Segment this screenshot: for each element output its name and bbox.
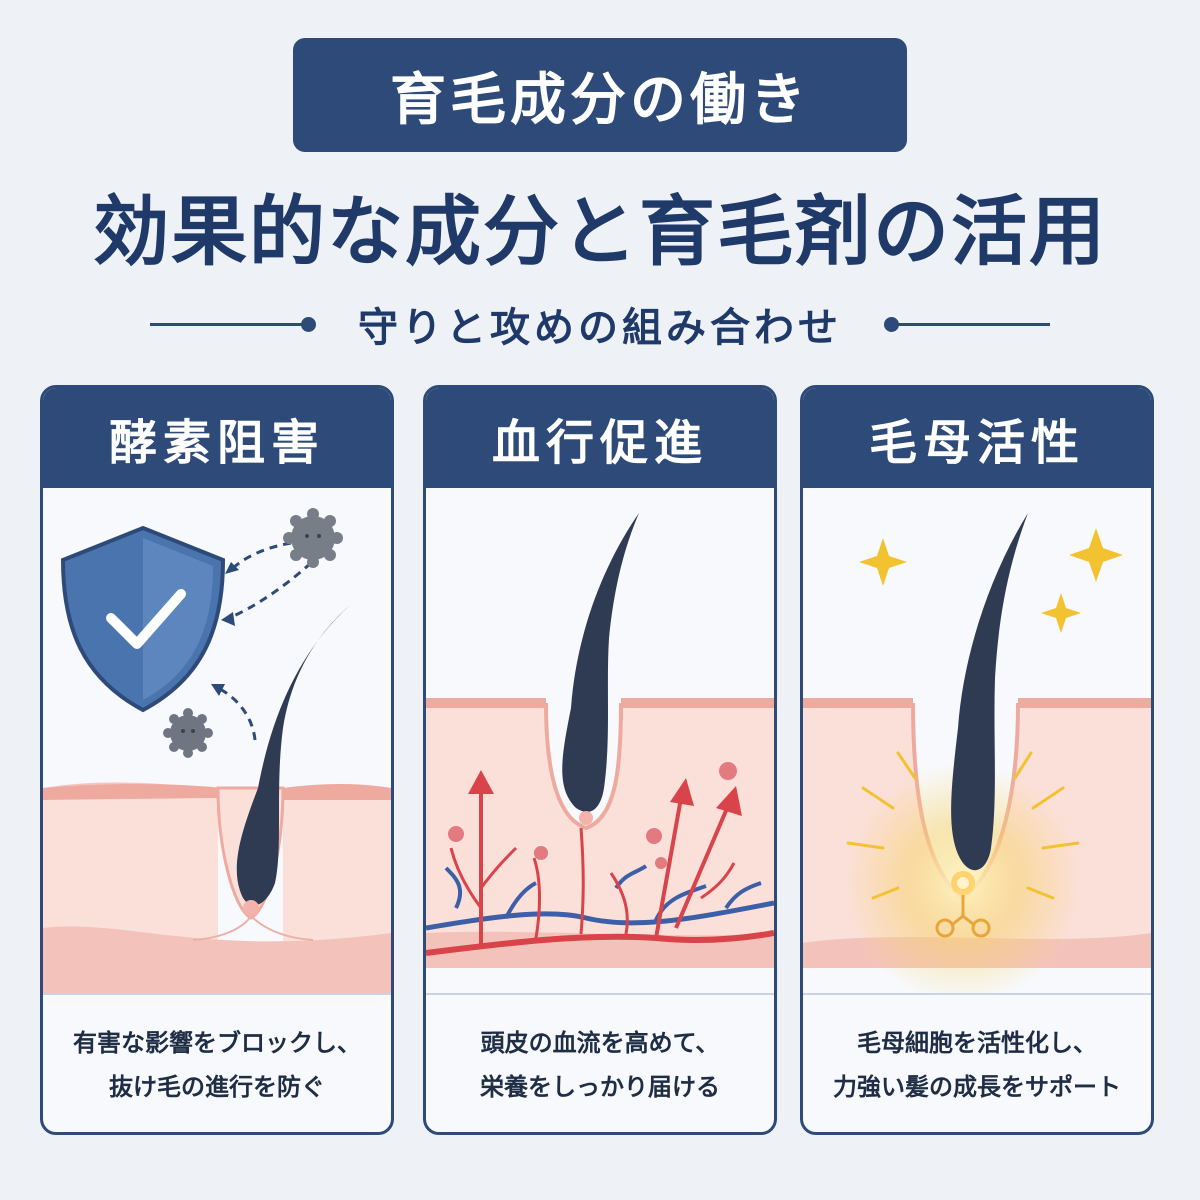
card-description-line-1: 頭皮の血流を高めて、	[480, 1028, 720, 1057]
subtitle-divider-left	[150, 316, 316, 332]
card-description-line-1: 有害な影響をブロックし、	[73, 1028, 361, 1057]
card-description: 毛母細胞を活性化し、 力強い髪の成長をサポート	[803, 993, 1151, 1132]
blood-flow-illustration	[426, 488, 774, 993]
page-title: 効果的な成分と育毛剤の活用	[93, 187, 1107, 276]
card-description: 頭皮の血流を高めて、 栄養をしっかり届ける	[426, 993, 774, 1132]
subtitle-row: 守りと攻めの組み合わせ	[150, 296, 1050, 352]
subtitle: 守りと攻めの組み合わせ	[358, 305, 842, 351]
card-title: 血行促進	[426, 388, 774, 488]
card-title: 酵素阻害	[43, 388, 391, 488]
header-badge: 育毛成分の働き	[293, 38, 907, 152]
card-description-line-2: 力強い髪の成長をサポート	[833, 1072, 1121, 1101]
card-description-line-1: 毛母細胞を活性化し、	[857, 1028, 1097, 1057]
card-enzyme-inhibition: 酵素阻害	[40, 385, 394, 1135]
card-description: 有害な影響をブロックし、 抜け毛の進行を防ぐ	[43, 993, 391, 1132]
subtitle-divider-right	[884, 316, 1050, 332]
card-description-line-2: 栄養をしっかり届ける	[480, 1072, 720, 1101]
enzyme-inhibition-illustration	[43, 488, 391, 993]
card-description-line-2: 抜け毛の進行を防ぐ	[109, 1072, 325, 1101]
card-hair-matrix: 毛母活性	[800, 385, 1154, 1135]
hair-matrix-illustration	[803, 488, 1151, 993]
card-blood-flow: 血行促進	[423, 385, 777, 1135]
card-title: 毛母活性	[803, 388, 1151, 488]
